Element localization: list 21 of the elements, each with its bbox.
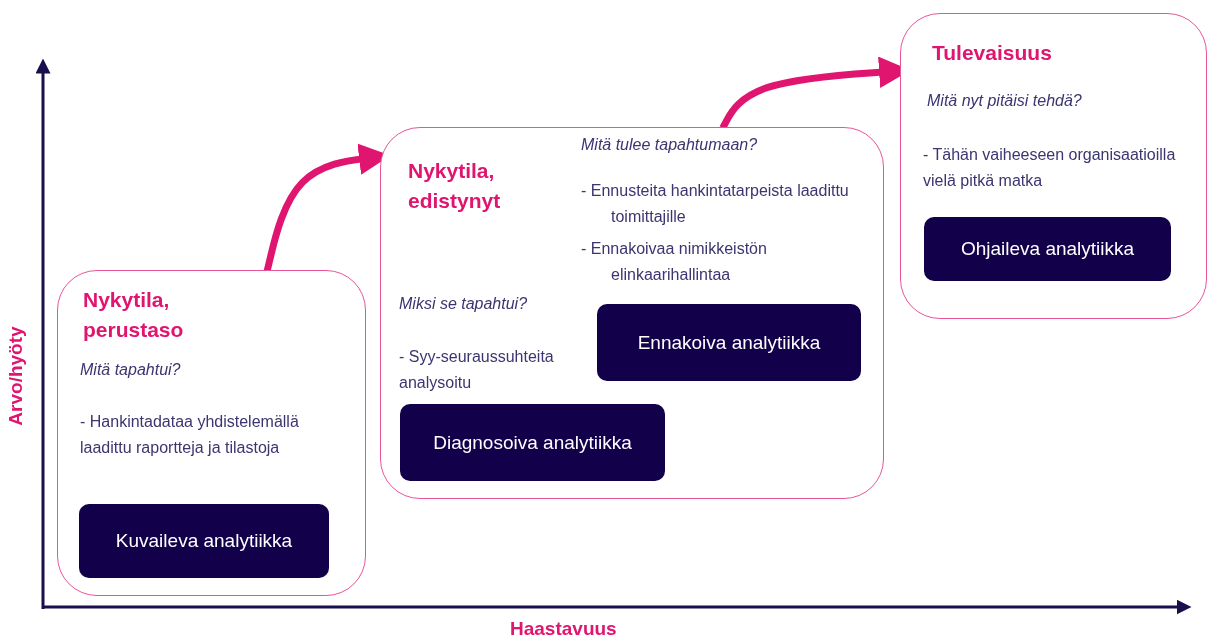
- question-text: Mitä tulee tapahtumaan?: [581, 135, 759, 155]
- stage-heading: Nykytila, edistynyt: [408, 158, 502, 215]
- stage-heading: Nykytila, perustaso: [83, 287, 185, 344]
- analytics-box: Ohjaileva analytiikka: [924, 217, 1171, 281]
- axis-title: Haastavuus: [510, 618, 617, 640]
- question-text: Mitä tapahtui?: [80, 360, 182, 380]
- question-text: Miksi se tapahtui?: [399, 294, 529, 314]
- question-text: Mitä nyt pitäisi tehdä?: [927, 91, 1083, 111]
- stage-panel: [57, 270, 366, 596]
- axis-title: Arvo/hyöty: [4, 326, 27, 426]
- stage-panel: [380, 127, 884, 499]
- analytics-box: Kuvaileva analytiikka: [79, 504, 329, 578]
- stage-panel: [900, 13, 1207, 319]
- bullet-text: - Ennakoivaa nimikkeistön elinkaarihallintaa: [581, 239, 768, 285]
- description-text: - Syy-seuraussuhteita analysoitu: [399, 347, 555, 393]
- description-text: - Hankintadataa yhdistelemällä laadittu raportteja ja tilastoja: [80, 412, 300, 458]
- description-text: - Tähän vaiheeseen organisaatioilla vielä pitkä matka: [923, 145, 1177, 191]
- analytics-box: Ennakoiva analytiikka: [597, 304, 861, 381]
- analytics-box: Diagnosoiva analytiikka: [400, 404, 665, 481]
- bullet-text: - Ennusteita hankintatarpeista laadittu toimittajille: [581, 181, 850, 227]
- stage-heading: Tulevaisuus: [932, 40, 1053, 66]
